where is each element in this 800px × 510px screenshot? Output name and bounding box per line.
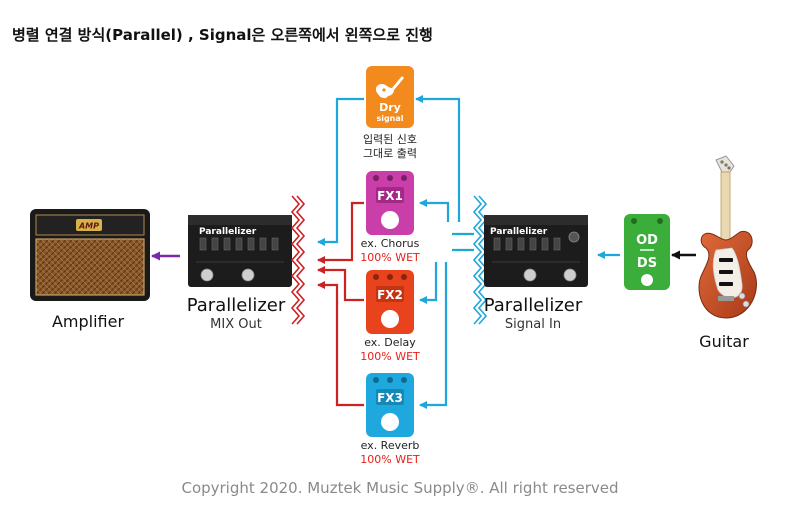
svg-text:FX2: FX2 [377, 288, 403, 302]
parallelizer-out-pedal: Parallelizer [188, 215, 292, 287]
fx3-send-line [419, 262, 448, 409]
guitar-icon [375, 76, 404, 99]
fx1-send-line [419, 199, 450, 222]
parallelizer-in-pedal: Parallelizer [484, 215, 588, 287]
fx2-pedal: FX2 [366, 270, 414, 334]
fx3-example: ex. Reverb [361, 439, 420, 452]
parallelizer-in-zigzag [472, 195, 488, 325]
dry-caption-line2: 그대로 출력 [363, 147, 417, 160]
parallelizer-in-sublabel: Signal In [505, 317, 561, 332]
amplifier-label: Amplifier [52, 312, 125, 331]
svg-text:DS: DS [637, 256, 657, 271]
fx3-return-line [317, 281, 364, 407]
fx1-example: ex. Chorus [361, 237, 420, 250]
fx2-wet: 100% WET [360, 350, 420, 363]
fx1-return-line [317, 201, 364, 264]
guitar-label: Guitar [699, 332, 749, 351]
parallelizer-out-sublabel: MIX Out [210, 317, 262, 332]
dry-signal-box: Dry signal [366, 66, 414, 128]
fx3-pedal: FX3 [366, 373, 414, 437]
svg-text:FX3: FX3 [377, 391, 403, 405]
svg-text:signal: signal [376, 114, 403, 123]
svg-text:Dry: Dry [379, 101, 401, 114]
amp-logo-badge: AMP [76, 219, 102, 231]
page-title: 병렬 연결 방식(Parallel) , Signal은 오른쪽에서 왼쪽으로 … [12, 26, 433, 44]
fx2-example: ex. Delay [364, 336, 416, 349]
dry-send-line [415, 95, 461, 222]
signal-lines [151, 95, 696, 409]
dry-caption-line1: 입력된 신호 [363, 133, 417, 146]
svg-text:OD: OD [636, 233, 658, 248]
svg-text:Parallelizer: Parallelizer [490, 227, 548, 237]
fx1-wet: 100% WET [360, 251, 420, 264]
svg-text:FX1: FX1 [377, 189, 403, 203]
amplifier: AMP [30, 209, 150, 301]
parallelizer-in-label: Parallelizer [484, 295, 583, 316]
fx1-pedal: FX1 [366, 171, 414, 235]
copyright-notice: Copyright 2020. Muztek Music Supply®. Al… [181, 479, 618, 497]
guitar [698, 155, 757, 319]
fx2-return-line [317, 266, 364, 302]
svg-text:Parallelizer: Parallelizer [199, 227, 257, 237]
fx2-send-line [419, 262, 438, 304]
dry-return-line [317, 97, 364, 246]
fx3-wet: 100% WET [360, 453, 420, 466]
parallelizer-out-zigzag [290, 195, 306, 325]
svg-text:AMP: AMP [78, 222, 99, 231]
parallelizer-out-label: Parallelizer [187, 295, 286, 316]
od-ds-pedal: OD DS [624, 214, 670, 290]
